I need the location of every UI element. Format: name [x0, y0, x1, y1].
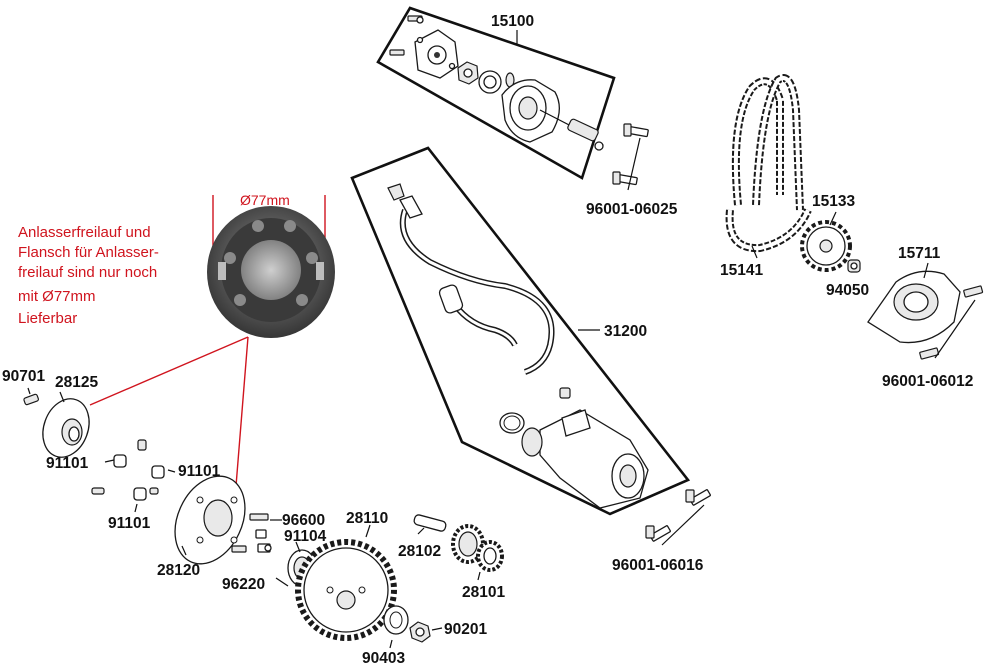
bolt-96001-06016 [645, 489, 711, 546]
label-90201: 90201 [444, 621, 487, 638]
flange-28125 [42, 391, 90, 458]
group-frame-31200 [350, 146, 691, 516]
label-91101-c: 91101 [108, 515, 151, 532]
label-28110: 28110 [346, 510, 388, 527]
label-94050: 94050 [826, 282, 869, 299]
bolts-96600-96220 [231, 513, 289, 587]
label-91104: 91104 [284, 528, 327, 545]
label-96001-06016: 96001-06016 [612, 557, 704, 574]
note-line-2: Flansch für Anlasser- [18, 244, 159, 261]
group-frame-15100 [376, 6, 616, 180]
pins-91101 [91, 439, 176, 513]
sprocket-15133 [800, 211, 852, 272]
label-91101-b: 91101 [178, 463, 221, 480]
availability-note: Anlasserfreilauf und Flansch für Anlasse… [18, 224, 159, 327]
freewheel-photo [207, 195, 335, 338]
part-labels: 15100 96001-06025 15133 15711 15141 9405… [2, 13, 973, 667]
label-28120: 28120 [157, 562, 200, 579]
label-15141: 15141 [720, 262, 763, 279]
note-line-3: freilauf sind nur noch [18, 264, 157, 281]
label-28125: 28125 [55, 374, 98, 391]
key-90701 [23, 387, 39, 406]
washer-94050 [847, 259, 861, 273]
label-90403: 90403 [362, 650, 405, 667]
timing-chain [725, 74, 812, 259]
photo-reference-lines [89, 336, 249, 487]
bolt-96001-06025 [612, 123, 649, 191]
note-line-4: mit Ø77mm [18, 288, 96, 305]
label-15100: 15100 [491, 13, 534, 30]
label-96001-06025: 96001-06025 [586, 201, 678, 218]
gear-28110 [295, 524, 397, 641]
shaft-28102 [413, 514, 447, 535]
note-line-5: Lieferbar [18, 310, 77, 327]
oil-pump-assembly [389, 15, 604, 151]
label-91101-a: 91101 [46, 455, 89, 472]
diameter-label: Ø77mm [240, 192, 290, 208]
label-96600: 96600 [282, 512, 325, 529]
starter-cable [387, 183, 555, 375]
label-28102: 28102 [398, 543, 441, 560]
gear-28101 [451, 524, 504, 581]
note-line-1: Anlasserfreilauf und [18, 224, 151, 241]
label-15133: 15133 [812, 193, 855, 210]
label-31200: 31200 [604, 323, 647, 340]
label-90701: 90701 [2, 368, 45, 385]
label-15711: 15711 [898, 245, 941, 262]
label-96220: 96220 [222, 576, 265, 593]
tensioner-15711 [867, 262, 984, 360]
freewheel-28120 [174, 475, 246, 565]
label-28101: 28101 [462, 584, 505, 601]
label-96001-06012: 96001-06012 [882, 373, 973, 390]
starter-motor [499, 387, 649, 509]
washer-90403-nut-90201 [383, 605, 443, 649]
